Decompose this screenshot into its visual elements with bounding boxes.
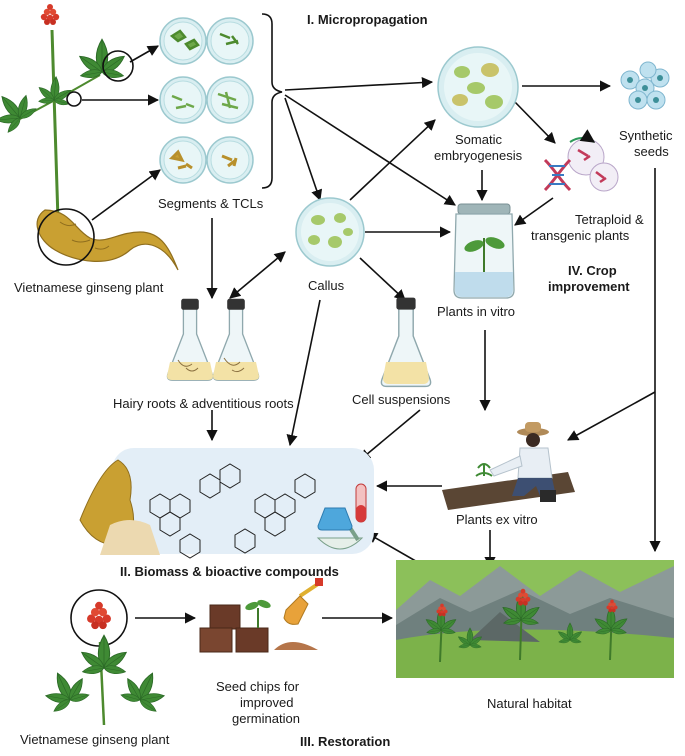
label-seed-chips-line2: improved — [240, 695, 294, 710]
arrow-synthetic-to-exvitro — [567, 391, 656, 441]
biomass-panel-illustration — [79, 448, 374, 559]
label-synthetic-line2: seeds — [634, 144, 669, 159]
synthetic-seeds-illustration — [620, 61, 670, 110]
label-seed-chips-line1: Seed chips for — [216, 679, 300, 694]
somatic-dish-illustration — [437, 46, 519, 128]
hairy-roots-flasks-illustration — [166, 298, 260, 381]
label-tetraploid-line1: Tetraploid & — [575, 212, 644, 227]
label-ginseng-plant-top: Vietnamese ginseng plant — [14, 280, 164, 295]
plants-ex-vitro-illustration — [442, 422, 575, 510]
label-plants-ex-vitro: Plants ex vitro — [456, 512, 538, 527]
label-hairy-roots: Hairy roots & adventitious roots — [113, 396, 294, 411]
arrow-suspensions-to-biomass — [359, 409, 421, 461]
label-somatic-line2: embryogenesis — [434, 148, 523, 163]
arrow-callus-to-biomass — [286, 299, 321, 447]
label-tetraploid-line2: transgenic plants — [531, 228, 630, 243]
section-micropropagation-title: I. Micropropagation — [307, 12, 428, 27]
arrow-callus-to-somatic — [349, 119, 436, 201]
label-synthetic-line1: Synthetic — [619, 128, 673, 143]
ginseng-plant-top-illustration — [0, 4, 179, 271]
callus-dish-illustration — [295, 197, 365, 267]
natural-habitat-illustration — [396, 560, 674, 678]
section-crop-improvement-line1: IV. Crop — [568, 263, 617, 278]
label-seed-chips-line3: germination — [232, 711, 300, 726]
label-callus: Callus — [308, 278, 345, 293]
arrow-somatic-to-tetraploid — [512, 99, 556, 144]
arrow-callus-hairy — [229, 251, 286, 299]
label-cell-suspensions: Cell suspensions — [352, 392, 451, 407]
plants-in-vitro-illustration — [453, 203, 515, 299]
brace — [261, 13, 283, 189]
arrow-root-to-dish3 — [91, 169, 161, 221]
section-restoration-title: III. Restoration — [300, 734, 391, 749]
ginseng-plant-bottom-illustration — [37, 589, 173, 726]
arrow-leaf-to-dish1 — [129, 45, 159, 63]
segments-dishes-illustration — [159, 17, 254, 184]
label-somatic-line1: Somatic — [455, 132, 502, 147]
label-natural-habitat: Natural habitat — [487, 696, 572, 711]
section-crop-improvement-line2: improvement — [548, 279, 630, 294]
arrow-callus-to-suspensions — [359, 257, 406, 301]
arrow-to-plants-invitro — [284, 94, 456, 206]
arrow-to-callus — [284, 97, 323, 202]
label-plants-in-vitro: Plants in vitro — [437, 304, 516, 319]
arrow-to-somatic — [284, 76, 434, 91]
arrow-tetraploid-to-invitro — [514, 197, 554, 226]
section-biomass-title: II. Biomass & bioactive compounds — [120, 564, 339, 579]
seed-chips-illustration — [199, 578, 323, 653]
tetraploid-illustration — [543, 129, 619, 192]
label-ginseng-plant-bottom: Vietnamese ginseng plant — [20, 732, 170, 747]
cell-suspension-flask-illustration — [380, 296, 432, 388]
label-segments: Segments & TCLs — [158, 196, 264, 211]
